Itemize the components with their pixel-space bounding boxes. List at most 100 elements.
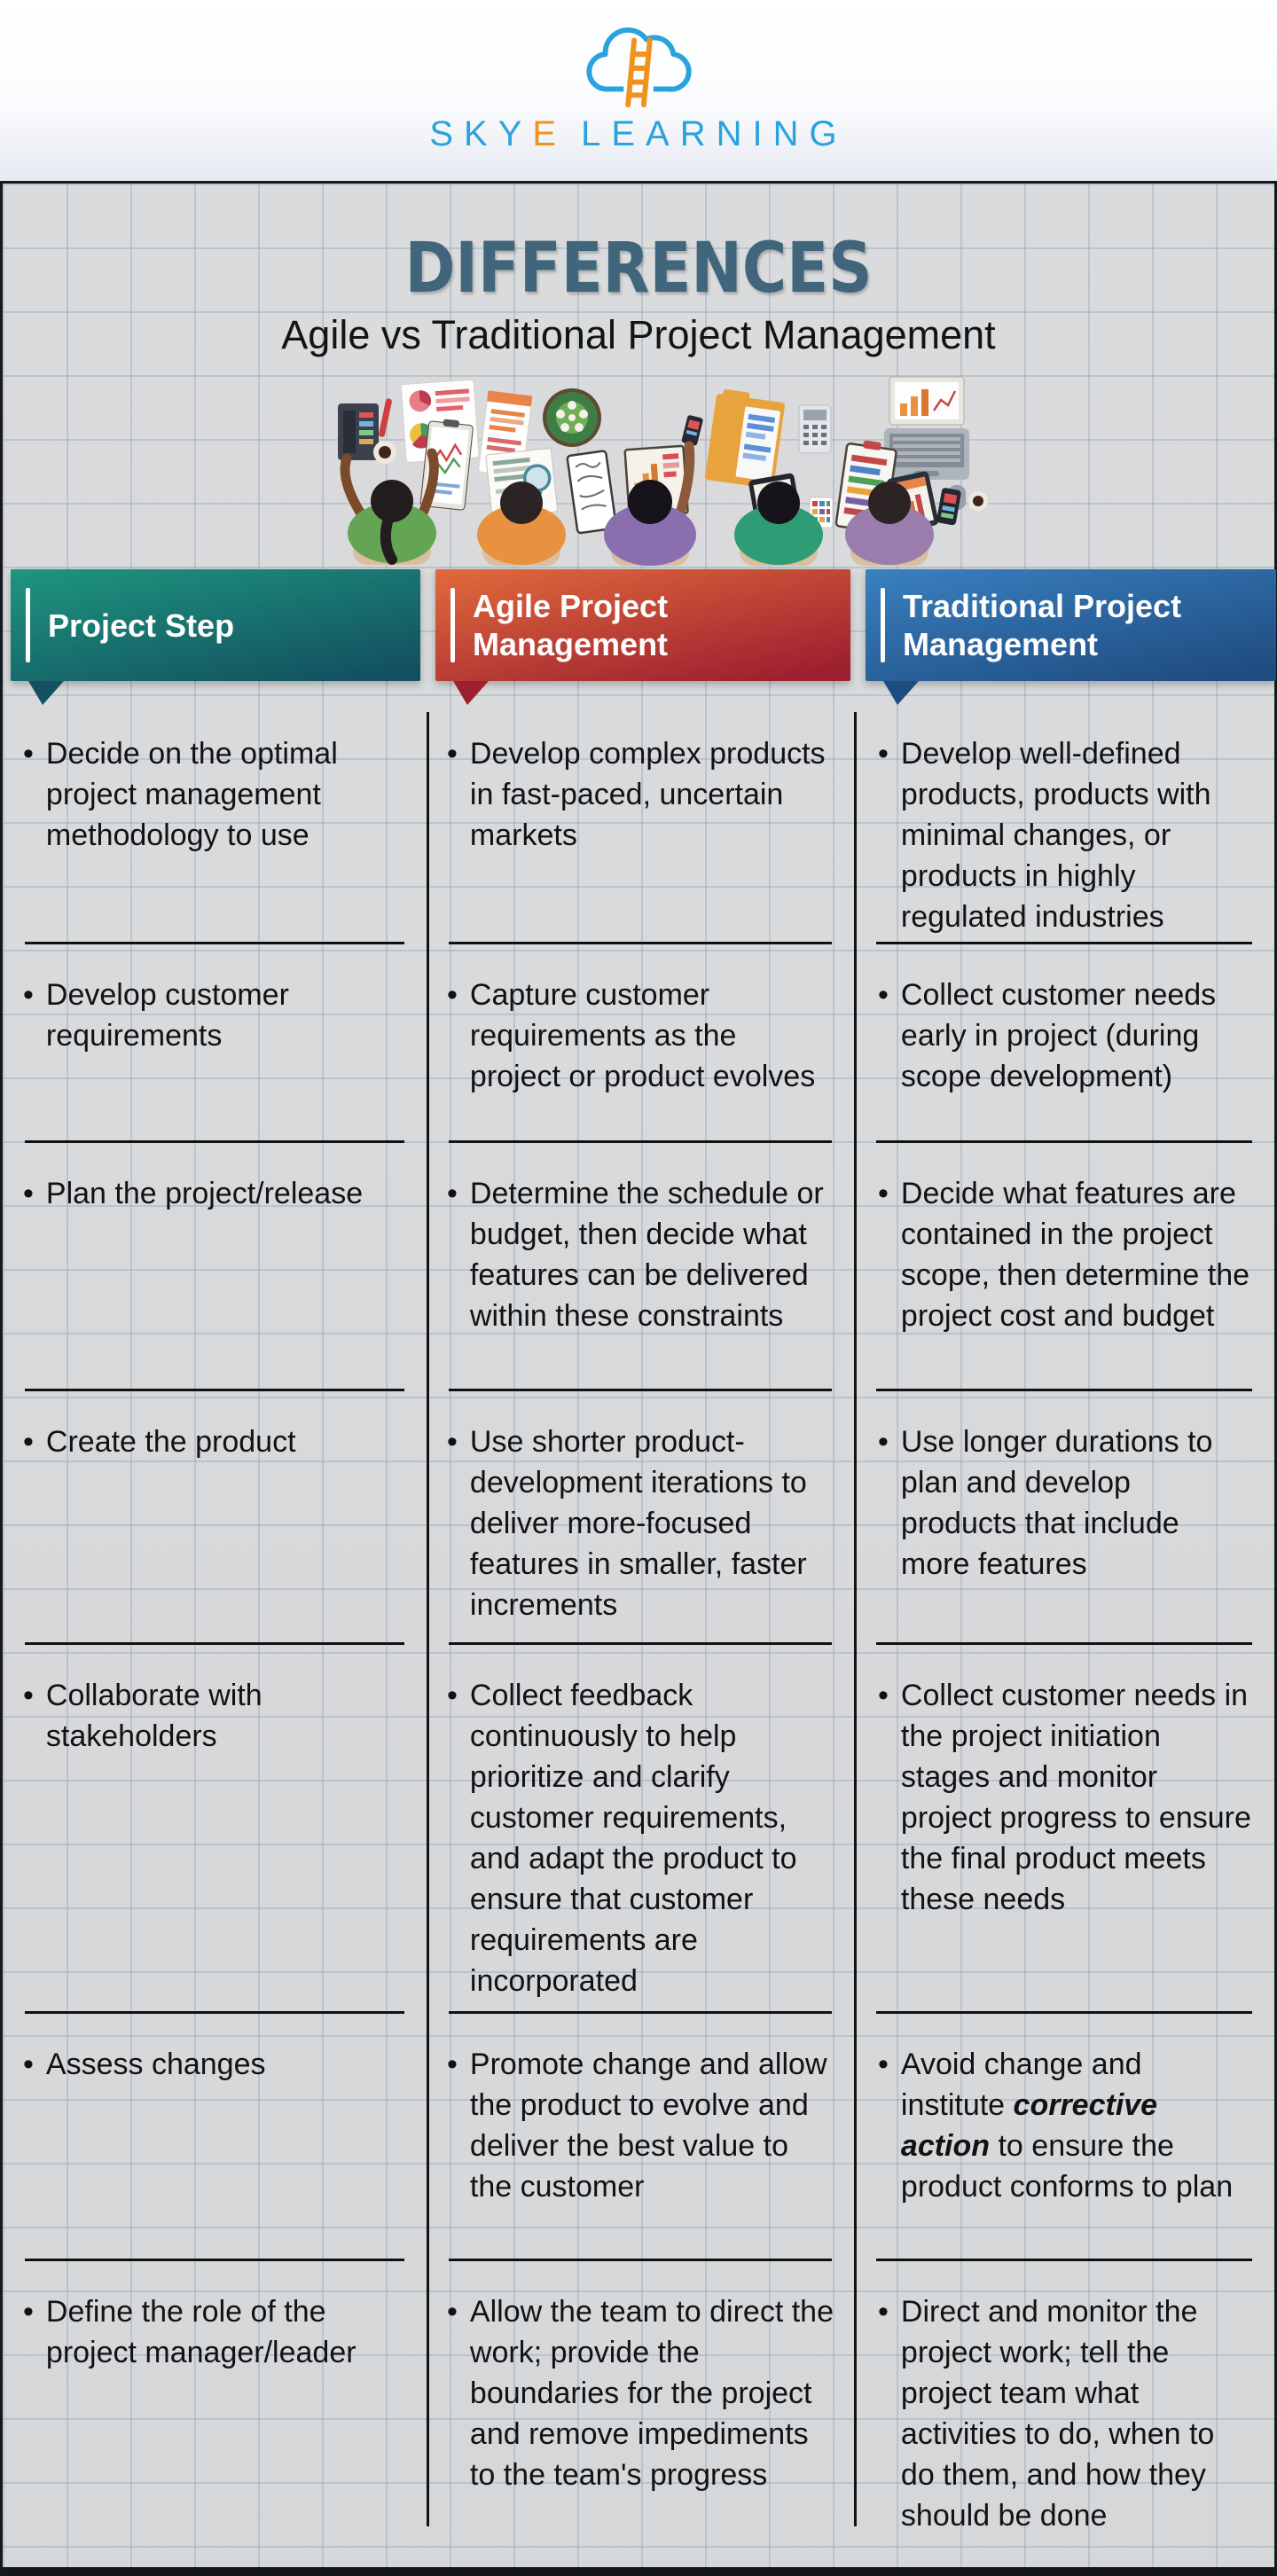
column-header-1: Project Step bbox=[11, 569, 420, 705]
cell-text: Develop complex products in fast-paced, … bbox=[469, 737, 826, 852]
row-separator bbox=[25, 1140, 404, 1143]
cell-traditional-row1: •Develop well-defined products, products… bbox=[857, 703, 1277, 944]
person-3-graphic bbox=[604, 441, 696, 566]
bullet: • bbox=[23, 978, 34, 1012]
bullet: • bbox=[23, 1425, 34, 1459]
cell-text: Collaborate with stakeholders bbox=[45, 1679, 262, 1753]
header-tail bbox=[883, 681, 919, 705]
bullet: • bbox=[23, 737, 34, 771]
bullet: • bbox=[23, 1679, 34, 1712]
column-header-3: Traditional Project Management bbox=[866, 569, 1276, 705]
cell-agile-row3: • Determine the schedule or budget, then … bbox=[429, 1143, 857, 1391]
cell-text: Avoid change and institute corrective ac… bbox=[900, 2047, 1234, 2204]
header-tail bbox=[28, 681, 64, 705]
row-separator bbox=[449, 2259, 832, 2261]
bullet: • bbox=[878, 1679, 889, 1712]
bullet: • bbox=[878, 2047, 889, 2081]
comparison-grid: • Decide on the optimal project managemen… bbox=[5, 703, 1277, 2569]
row-separator bbox=[876, 1389, 1252, 1391]
page-title: DIFFERENCES bbox=[404, 229, 873, 309]
cell-text: Plan the project/release bbox=[45, 1177, 364, 1210]
team-working-illustration bbox=[338, 376, 988, 566]
bullet: • bbox=[878, 1177, 889, 1210]
cell-text: Create the product bbox=[45, 1425, 296, 1459]
row-separator bbox=[449, 2011, 832, 2014]
column-header-label: Project Step bbox=[48, 607, 235, 644]
cell-text: Collect feedback continuously to help pr… bbox=[469, 1679, 797, 1998]
cell-agile-row4: • Use shorter product-development iterati… bbox=[429, 1391, 857, 1645]
cell-traditional-row4: • Use longer durations to plan and develo… bbox=[857, 1391, 1277, 1645]
cell-text: Collect customer needs early in project … bbox=[900, 978, 1217, 1093]
brand-word-accent: E bbox=[532, 114, 568, 153]
bullet: • bbox=[447, 2047, 458, 2081]
row-separator bbox=[449, 1642, 832, 1645]
brand-word-end: LEARNING bbox=[581, 114, 848, 153]
cell-text: Develop customer requirements bbox=[45, 978, 289, 1053]
row-separator bbox=[25, 2011, 404, 2014]
cell-text: Define the role of the project manager/l… bbox=[45, 2295, 356, 2369]
column-headers: Project Step Agile Project Management Trad… bbox=[11, 569, 1276, 705]
bullet: • bbox=[447, 1177, 458, 1210]
title-block: DIFFERENCES Agile vs Traditional Project… bbox=[3, 233, 1274, 357]
cell-text: Assess changes bbox=[45, 2047, 266, 2081]
footer-bar bbox=[3, 2567, 1274, 2576]
cell-traditional-row6: • Avoid change and institute corrective a… bbox=[857, 2014, 1277, 2261]
cell-text: Use shorter product-development iteratio… bbox=[469, 1425, 807, 1622]
cell-text: Develop well-defined products, products … bbox=[900, 737, 1211, 934]
brand-word-start: SKY bbox=[429, 114, 533, 153]
cell-step-row4: • Create the product bbox=[5, 1391, 429, 1645]
cell-text: Decide what features are contained in th… bbox=[900, 1177, 1250, 1333]
person-4-graphic bbox=[734, 482, 823, 566]
row-separator bbox=[449, 1140, 832, 1143]
bullet: • bbox=[447, 1679, 458, 1712]
bullet: • bbox=[878, 1425, 889, 1459]
bullet: • bbox=[447, 737, 458, 771]
cell-text: Promote change and allow the product to … bbox=[469, 2047, 827, 2204]
cell-text: Allow the team to direct the work; provi… bbox=[469, 2295, 834, 2492]
cell-text: Use longer durations to plan and develop… bbox=[900, 1425, 1213, 1581]
person-2-graphic bbox=[477, 448, 566, 566]
cell-traditional-row3: • Decide what features are contained in t… bbox=[857, 1143, 1277, 1391]
header-accent-bar bbox=[881, 588, 885, 662]
bullet: • bbox=[23, 1177, 34, 1210]
bullet: • bbox=[23, 2295, 34, 2329]
bullet: • bbox=[878, 2295, 889, 2329]
brand-header: SKYE LEARNING bbox=[0, 0, 1277, 181]
cell-agile-row7: •Allow the team to direct the work; prov… bbox=[429, 2261, 857, 2569]
person-1-graphic bbox=[340, 448, 439, 565]
cell-text: Direct and monitor the project work; tel… bbox=[900, 2295, 1215, 2533]
row-separator bbox=[876, 942, 1252, 944]
bullet: • bbox=[447, 978, 458, 1012]
cell-step-row1: • Decide on the optimal project managemen… bbox=[5, 703, 429, 944]
column-divider bbox=[427, 712, 429, 2526]
row-separator bbox=[25, 1642, 404, 1645]
row-separator bbox=[25, 2259, 404, 2261]
cell-agile-row5: • Collect feedback continuously to help p… bbox=[429, 1645, 857, 2014]
cell-agile-row6: • Promote change and allow the product to… bbox=[429, 2014, 857, 2261]
bullet: • bbox=[447, 1425, 458, 1459]
cell-step-row2: • Develop customer requirements bbox=[5, 944, 429, 1143]
row-separator bbox=[876, 1140, 1252, 1143]
cloud-ladder-logo-icon bbox=[586, 27, 692, 108]
column-header-label: Traditional Project Management bbox=[903, 588, 1182, 662]
column-header-label: Agile Project Management bbox=[473, 588, 669, 662]
row-separator bbox=[25, 1389, 404, 1391]
cell-step-row3: • Plan the project/release bbox=[5, 1143, 429, 1391]
header-accent-bar bbox=[450, 588, 455, 662]
bullet: • bbox=[23, 2047, 34, 2081]
header-tail bbox=[453, 681, 489, 705]
cell-step-row7: • Define the role of the project manager/… bbox=[5, 2261, 429, 2569]
cell-text: Collect customer needs in the project in… bbox=[900, 1679, 1251, 1916]
row-separator bbox=[876, 2011, 1252, 2014]
bullet: • bbox=[878, 978, 889, 1012]
brand-name: SKYE LEARNING bbox=[429, 115, 847, 153]
infographic-board: DIFFERENCES Agile vs Traditional Project… bbox=[0, 181, 1277, 2576]
page-subtitle: Agile vs Traditional Project Management bbox=[281, 312, 996, 357]
cell-step-row6: • Assess changes bbox=[5, 2014, 429, 2261]
cell-traditional-row7: • Direct and monitor the project work; te… bbox=[857, 2261, 1277, 2569]
row-separator bbox=[449, 942, 832, 944]
cell-text: Decide on the optimal project management… bbox=[45, 737, 338, 852]
cell-text: Determine the schedule or budget, then d… bbox=[469, 1177, 824, 1333]
cell-step-row5: • Collaborate with stakeholders bbox=[5, 1645, 429, 2014]
